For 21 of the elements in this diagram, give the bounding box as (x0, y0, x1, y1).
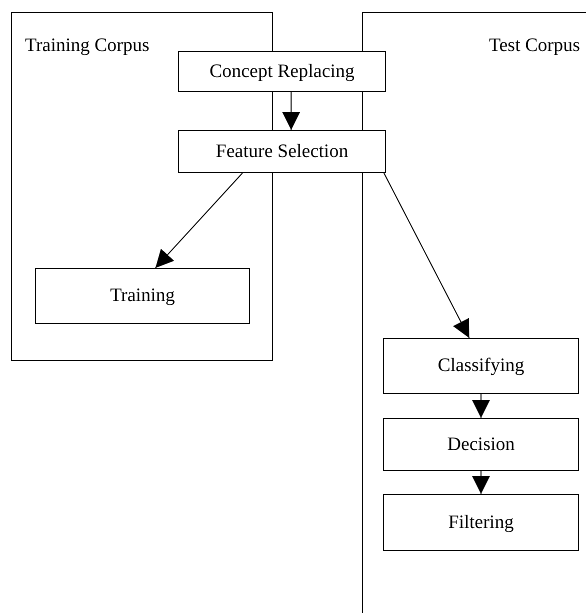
group-title: Test Corpus (488, 35, 580, 57)
process-box (383, 418, 579, 471)
arrow (383, 172, 470, 338)
step-label: Classifying (436, 355, 526, 377)
group-frame (362, 12, 586, 613)
arrow (282, 92, 300, 130)
step-label: Filtering (447, 512, 515, 534)
process-box (383, 338, 579, 394)
group-frame (11, 12, 273, 361)
step-label: Training (109, 285, 176, 307)
step-label: Feature Selection (214, 140, 350, 162)
step-label: Concept Replacing (208, 60, 356, 82)
process-box (178, 130, 386, 173)
process-box (178, 51, 386, 92)
group-title: Training Corpus (25, 35, 150, 57)
step-label: Decision (446, 434, 516, 456)
arrow (472, 470, 490, 494)
process-box (383, 494, 579, 551)
process-box (35, 268, 250, 324)
arrow (154, 172, 243, 268)
arrow (472, 394, 490, 418)
